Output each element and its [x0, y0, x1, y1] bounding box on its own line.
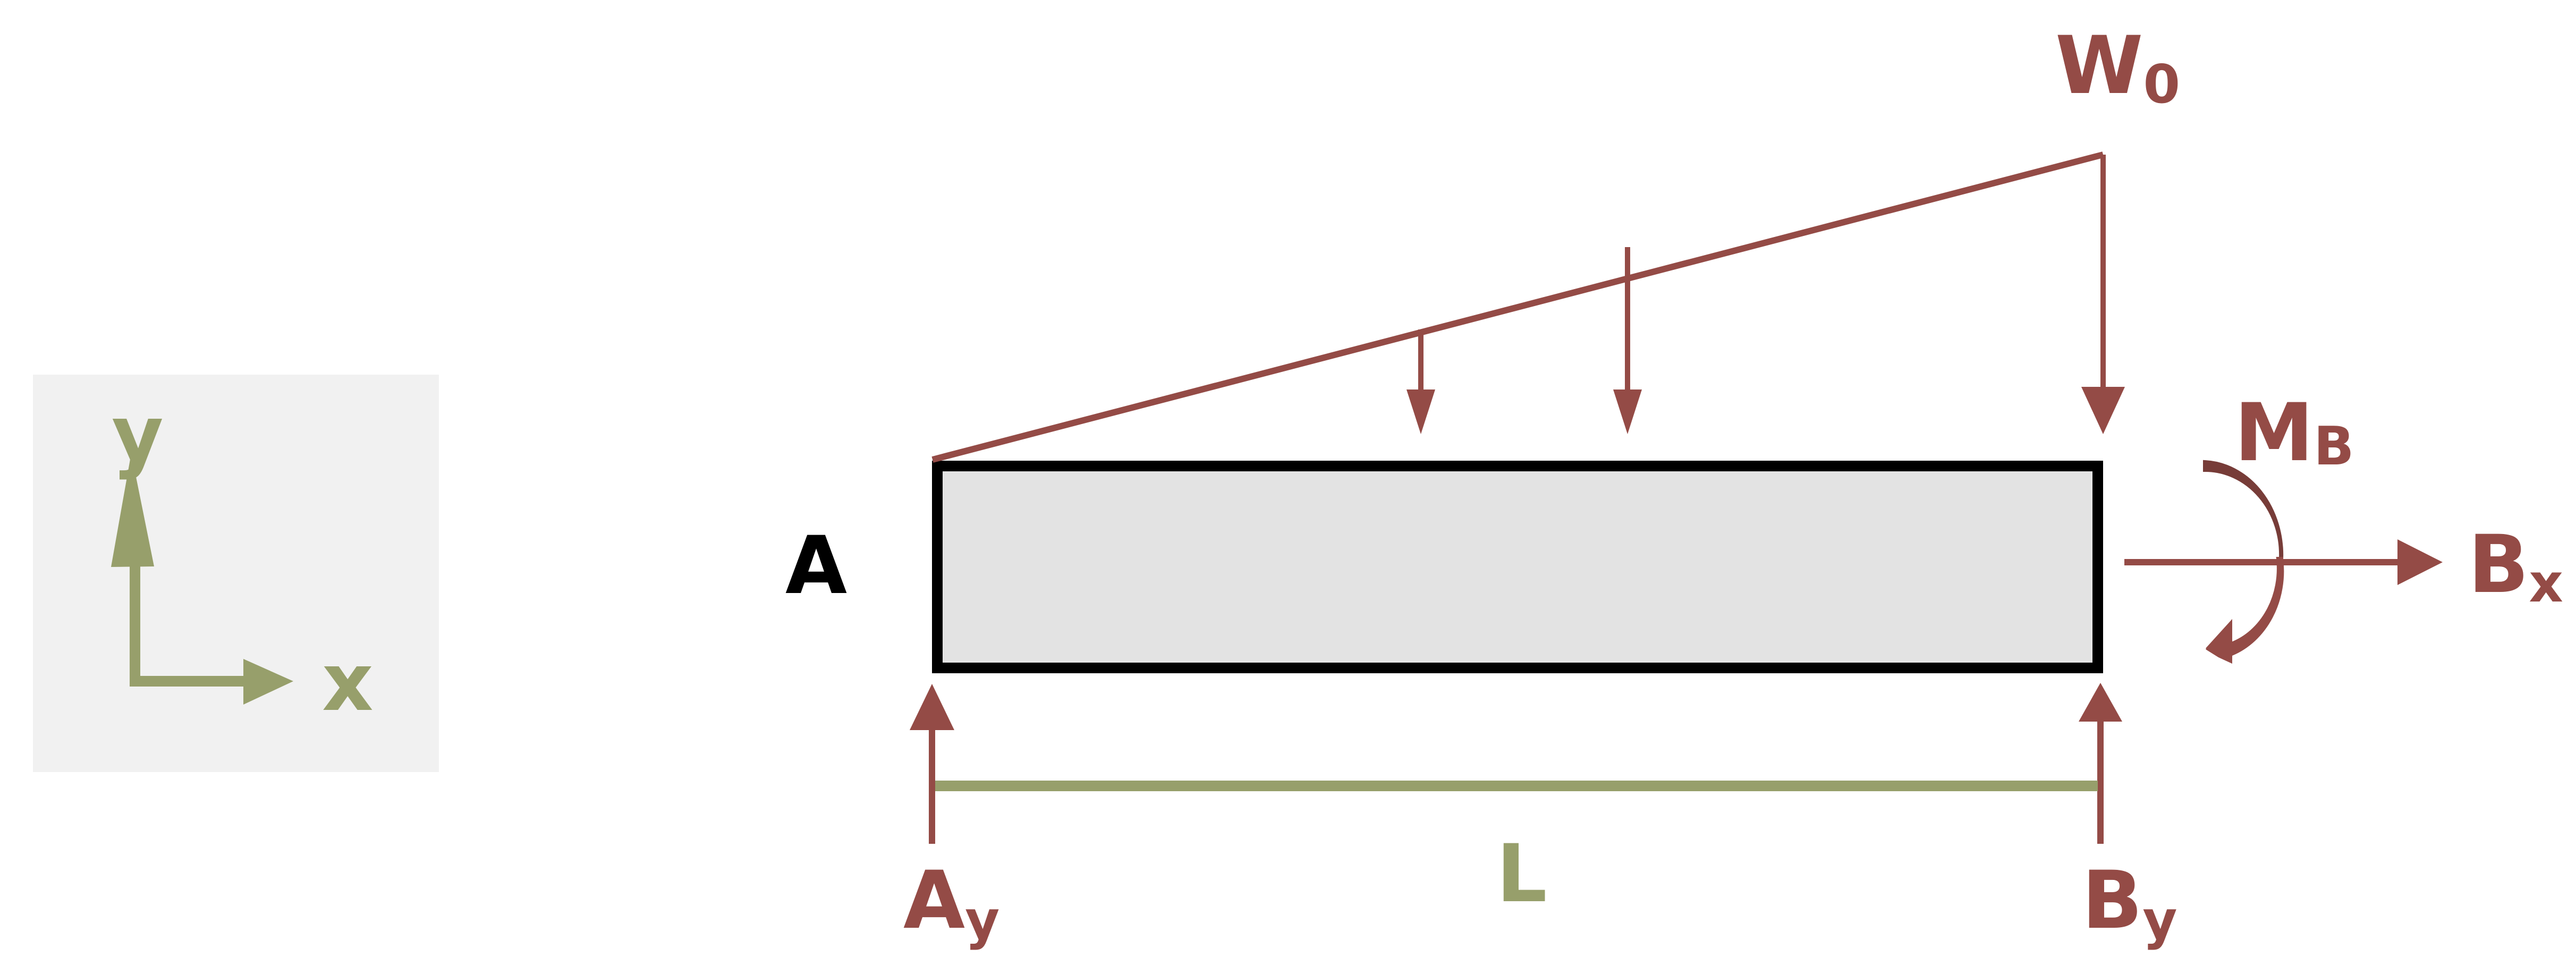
moment-arc-lower — [2230, 557, 2284, 657]
reaction-by-arrowhead — [2079, 683, 2122, 722]
beam-body — [932, 461, 2103, 673]
x-axis-label: x — [322, 637, 374, 729]
reaction-bx-label: Bx — [2468, 519, 2563, 614]
moment-label-mb: MB — [2234, 387, 2354, 479]
reaction-bx-arrowhead — [2397, 539, 2443, 585]
dimension-length: L — [935, 781, 2098, 920]
beam-end-label-a: A — [785, 520, 847, 612]
load-arrow-1-head — [1406, 389, 1435, 434]
y-axis-label: y — [112, 389, 164, 481]
load-profile-line — [931, 151, 2104, 463]
reaction-ay: Ay — [903, 684, 999, 951]
reaction-ay-arrowhead — [910, 684, 954, 730]
moment-mb: MB — [2203, 387, 2354, 664]
load-arrow-3-head — [2081, 387, 2125, 434]
reaction-by: By — [2079, 683, 2177, 951]
coordinate-system: y x — [33, 375, 439, 772]
x-axis-arrowhead — [243, 659, 293, 705]
load-arrow-2-head — [1613, 389, 1642, 434]
moment-arrowhead-tip — [2206, 619, 2232, 660]
reaction-ay-label: Ay — [903, 854, 999, 951]
y-axis-arrowhead — [111, 453, 154, 567]
distributed-load: W0 — [931, 20, 2180, 463]
load-label-w0: W0 — [2055, 20, 2180, 115]
reaction-by-label: By — [2082, 854, 2177, 951]
coordinate-system-background — [33, 375, 439, 772]
dimension-label-l: L — [1496, 828, 1547, 920]
beam: A — [785, 461, 2103, 673]
reaction-bx: Bx — [2124, 519, 2563, 614]
